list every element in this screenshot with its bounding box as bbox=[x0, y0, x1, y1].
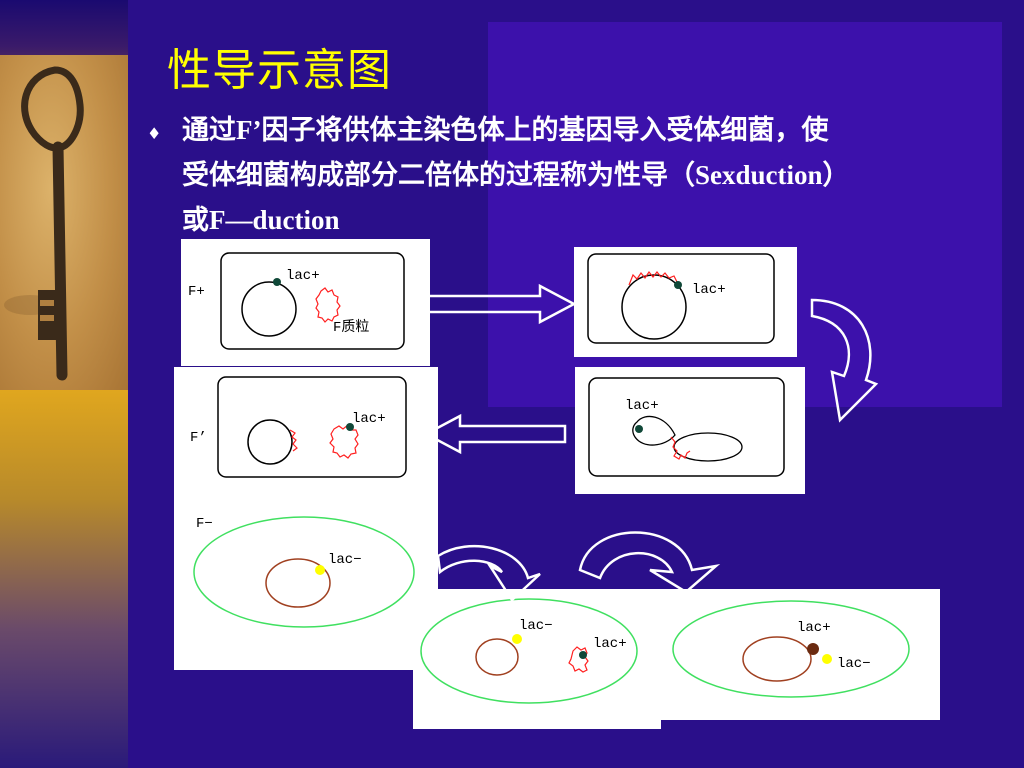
recipient-cell-outline bbox=[420, 598, 638, 704]
text-segment: ） bbox=[822, 160, 850, 191]
body-line-2: 受体细菌构成部分二倍体的过程称为性导（Sexduction） bbox=[182, 153, 1022, 198]
diagram-panel-excision: lac+ bbox=[575, 367, 805, 494]
lac-minus-dot bbox=[512, 634, 522, 644]
text-segment: 通过 bbox=[182, 115, 236, 146]
diagram-panel-f-plus: F+ lac+ F质粒 bbox=[181, 239, 430, 366]
right-arrow-icon bbox=[418, 283, 577, 325]
strain-label: F+ bbox=[188, 284, 205, 300]
gene-label: lac− bbox=[837, 656, 871, 672]
gene-label: lac+ bbox=[797, 620, 831, 636]
gene-label: lac+ bbox=[352, 411, 386, 427]
chromosome bbox=[247, 419, 293, 465]
chromosome-loop bbox=[632, 415, 676, 446]
text-segment: F’ bbox=[236, 115, 262, 145]
diamond-bullet-icon: ♦ bbox=[147, 124, 162, 143]
strain-label: F’ bbox=[190, 430, 207, 446]
cell-outline bbox=[588, 377, 785, 477]
left-arrow-icon bbox=[423, 413, 567, 455]
diagram-panel-transfer: lac− lac+ bbox=[413, 589, 661, 729]
text-segment: Sexduction bbox=[695, 160, 823, 190]
strain-label: F− bbox=[196, 516, 213, 532]
gene-label: lac+ bbox=[692, 282, 726, 298]
curved-arrow-icon bbox=[436, 544, 541, 602]
diagram-panel-f-prime-and-f-minus: F’ lac+ F− lac− bbox=[174, 367, 438, 670]
recipient-cell-outline bbox=[672, 600, 910, 698]
text-segment: 受体细菌构成部分二倍体的过程称为性导（ bbox=[182, 160, 695, 191]
f-prime-plasmid bbox=[568, 646, 589, 673]
gene-label: lac+ bbox=[593, 636, 627, 652]
recipient-chromosome bbox=[475, 638, 519, 676]
diagram-panel-merodiploid: lac+ lac− bbox=[661, 589, 940, 720]
diagram-panel-integration: lac+ bbox=[574, 247, 797, 357]
lac-plus-dot bbox=[674, 281, 682, 289]
lac-plus-dot bbox=[807, 643, 819, 655]
gene-label: lac+ bbox=[286, 268, 320, 284]
lac-plus-dot bbox=[273, 278, 281, 286]
excised-f-prime bbox=[673, 432, 743, 462]
gene-label: lac− bbox=[328, 552, 362, 568]
body-text: 通过F’因子将供体主染色体上的基因导入受体细菌，使 受体细菌构成部分二倍体的过程… bbox=[182, 108, 1022, 243]
lac-plus-dot bbox=[346, 423, 354, 431]
fragment bbox=[670, 436, 691, 460]
lac-plus-dot bbox=[635, 425, 643, 433]
recipient-cell-outline bbox=[193, 516, 415, 628]
integrated-f-factor bbox=[628, 270, 678, 286]
gene-label: lac− bbox=[519, 618, 553, 634]
body-line-3: 或F—duction bbox=[182, 198, 1022, 243]
key-icon bbox=[4, 66, 84, 381]
recipient-chromosome bbox=[265, 558, 331, 608]
lac-minus-dot bbox=[315, 565, 325, 575]
gene-label: lac+ bbox=[625, 398, 659, 414]
curved-down-arrow-icon bbox=[810, 298, 879, 423]
f-plasmid bbox=[315, 287, 341, 323]
body-line-1: 通过F’因子将供体主染色体上的基因导入受体细菌，使 bbox=[182, 108, 1022, 153]
curved-arrow-icon bbox=[578, 531, 721, 594]
lac-minus-dot bbox=[822, 654, 832, 664]
text-segment: 或 bbox=[182, 205, 209, 236]
cell-outline bbox=[217, 376, 407, 478]
plasmid-label: F质粒 bbox=[333, 319, 369, 336]
chromosome bbox=[241, 281, 297, 337]
text-segment: 因子将供体主染色体上的基因导入受体细菌，使 bbox=[261, 115, 829, 146]
slide-title: 性导示意图 bbox=[167, 45, 392, 96]
merodiploid-chromosome bbox=[742, 636, 812, 682]
cell-outline bbox=[220, 252, 405, 350]
cell-outline bbox=[587, 253, 775, 344]
fragment bbox=[289, 429, 298, 452]
key-photo bbox=[0, 55, 128, 390]
lac-plus-dot bbox=[579, 651, 587, 659]
text-segment: F—duction bbox=[209, 205, 340, 235]
